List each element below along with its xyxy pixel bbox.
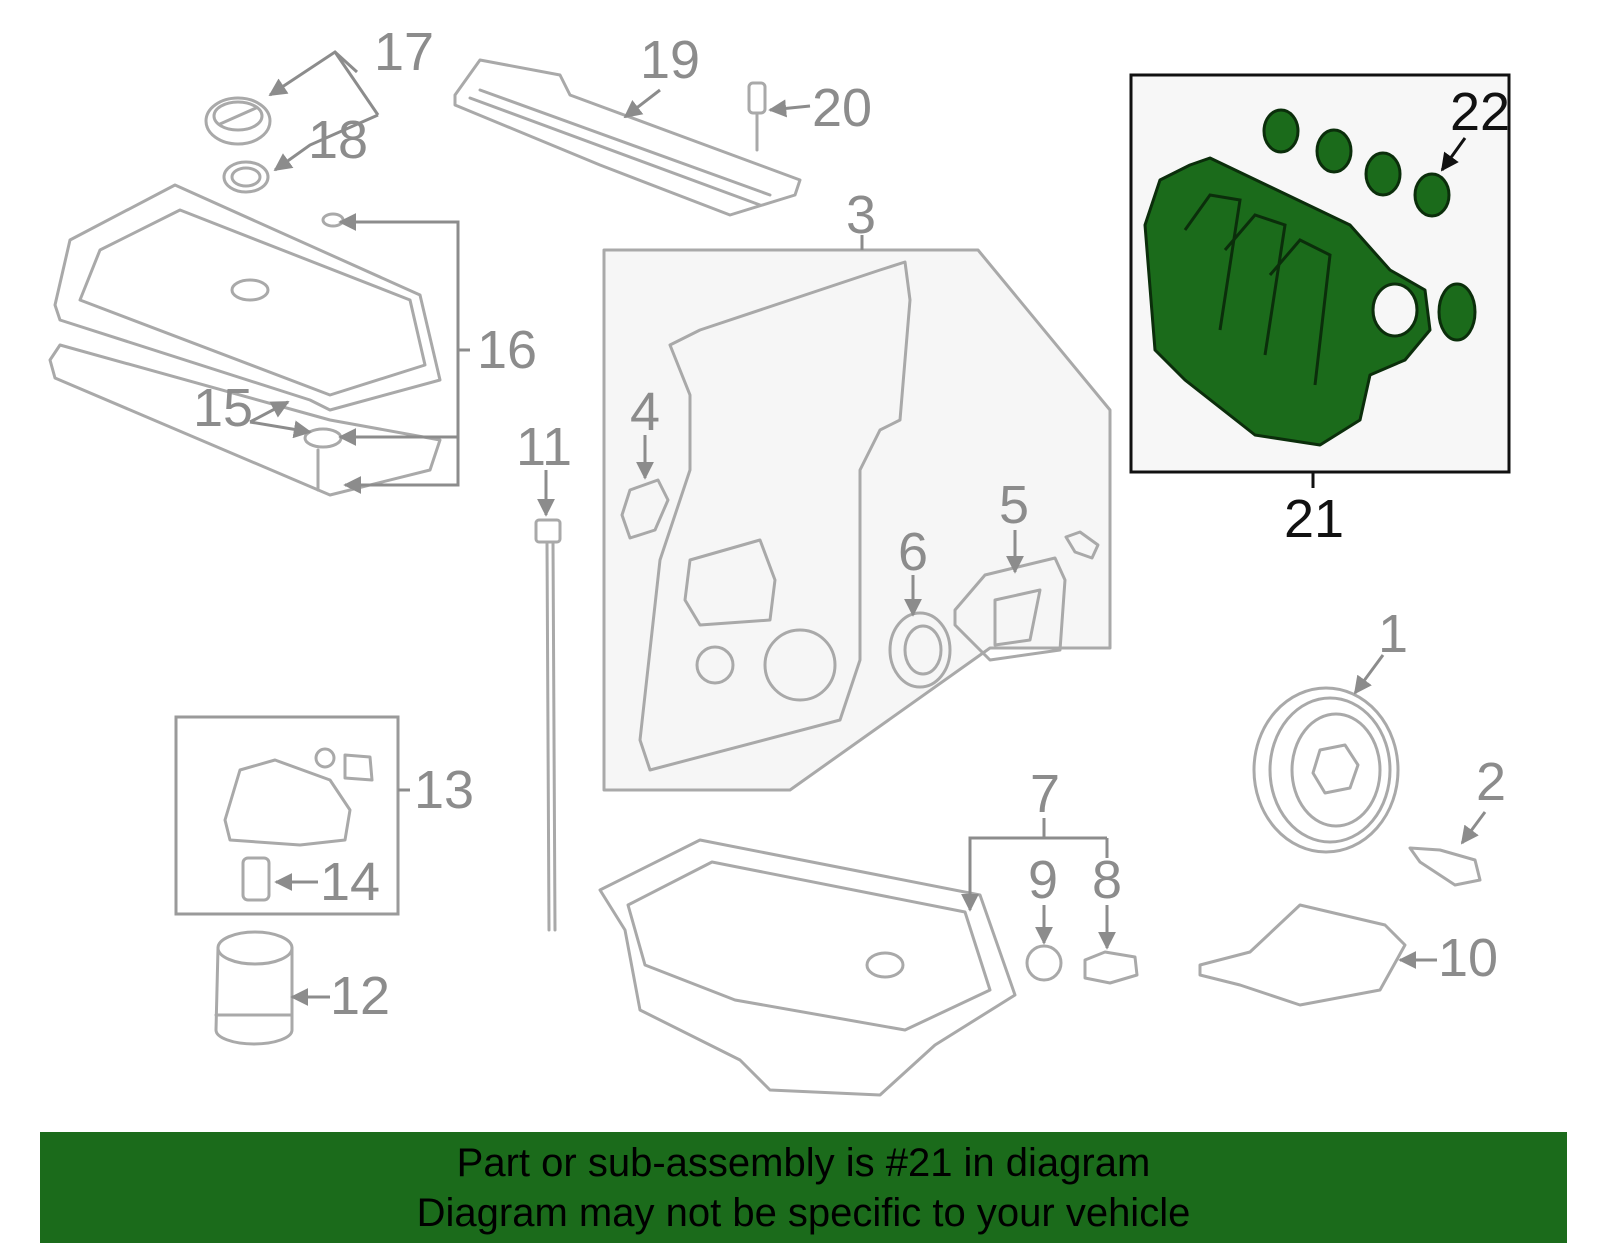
callout-9: 9 bbox=[1028, 850, 1058, 910]
cap-seal[interactable] bbox=[222, 160, 270, 194]
callout-6: 6 bbox=[898, 522, 928, 582]
callout-1: 1 bbox=[1378, 604, 1408, 664]
banner-line-2: Diagram may not be specific to your vehi… bbox=[416, 1190, 1191, 1235]
callout-labels: 17 18 19 20 16 15 3 4 6 5 11 13 14 12 7 … bbox=[193, 22, 1510, 1026]
side-cover-bolt[interactable] bbox=[1064, 530, 1100, 560]
callout-5: 5 bbox=[999, 475, 1029, 535]
drain-plug[interactable] bbox=[1083, 950, 1139, 985]
callout-4: 4 bbox=[630, 382, 660, 442]
callout-16: 16 bbox=[477, 320, 537, 380]
callout-13: 13 bbox=[414, 760, 474, 820]
callout-17: 17 bbox=[374, 22, 434, 82]
cover-bolt[interactable] bbox=[747, 81, 767, 152]
engine-cover[interactable] bbox=[453, 58, 802, 217]
oil-filter[interactable] bbox=[214, 930, 294, 1046]
oil-filter-housing[interactable] bbox=[223, 747, 374, 847]
filter-adapter[interactable] bbox=[241, 856, 271, 902]
callout-12: 12 bbox=[330, 966, 390, 1026]
callout-8: 8 bbox=[1092, 850, 1122, 910]
crankshaft-pulley[interactable] bbox=[1252, 686, 1400, 854]
callout-18: 18 bbox=[308, 110, 368, 170]
callout-7: 7 bbox=[1030, 764, 1060, 824]
oil-filler-cap[interactable] bbox=[204, 96, 272, 146]
oil-pan[interactable] bbox=[598, 838, 1017, 1097]
valve-cover[interactable] bbox=[48, 183, 442, 497]
side-cover[interactable] bbox=[953, 556, 1067, 662]
filter-housing-group bbox=[174, 715, 400, 916]
info-banner: Part or sub-assembly is #21 in diagram D… bbox=[40, 1132, 1567, 1243]
leader-lines bbox=[249, 50, 1487, 1006]
drain-washer[interactable] bbox=[1025, 944, 1063, 982]
callout-21: 21 bbox=[1284, 489, 1344, 549]
callout-20: 20 bbox=[812, 78, 872, 138]
engine-bracket[interactable] bbox=[1198, 903, 1407, 1007]
callout-11: 11 bbox=[516, 417, 572, 477]
banner-line-1: Part or sub-assembly is #21 in diagram bbox=[456, 1140, 1151, 1185]
callout-19: 19 bbox=[640, 30, 700, 90]
timing-chain-case[interactable] bbox=[638, 260, 912, 772]
oil-dipstick[interactable] bbox=[534, 518, 562, 932]
callout-22: 22 bbox=[1450, 82, 1510, 142]
callout-3: 3 bbox=[846, 185, 876, 245]
pulley-bolt[interactable] bbox=[1408, 846, 1482, 887]
callout-10: 10 bbox=[1438, 928, 1498, 988]
intake-manifold[interactable] bbox=[1143, 156, 1477, 447]
manifold-gaskets[interactable] bbox=[1262, 108, 1451, 218]
callout-2: 2 bbox=[1476, 752, 1506, 812]
callout-14: 14 bbox=[320, 852, 380, 912]
case-gasket[interactable] bbox=[620, 478, 670, 540]
timing-case-group bbox=[602, 248, 1112, 792]
callout-15: 15 bbox=[193, 378, 253, 438]
